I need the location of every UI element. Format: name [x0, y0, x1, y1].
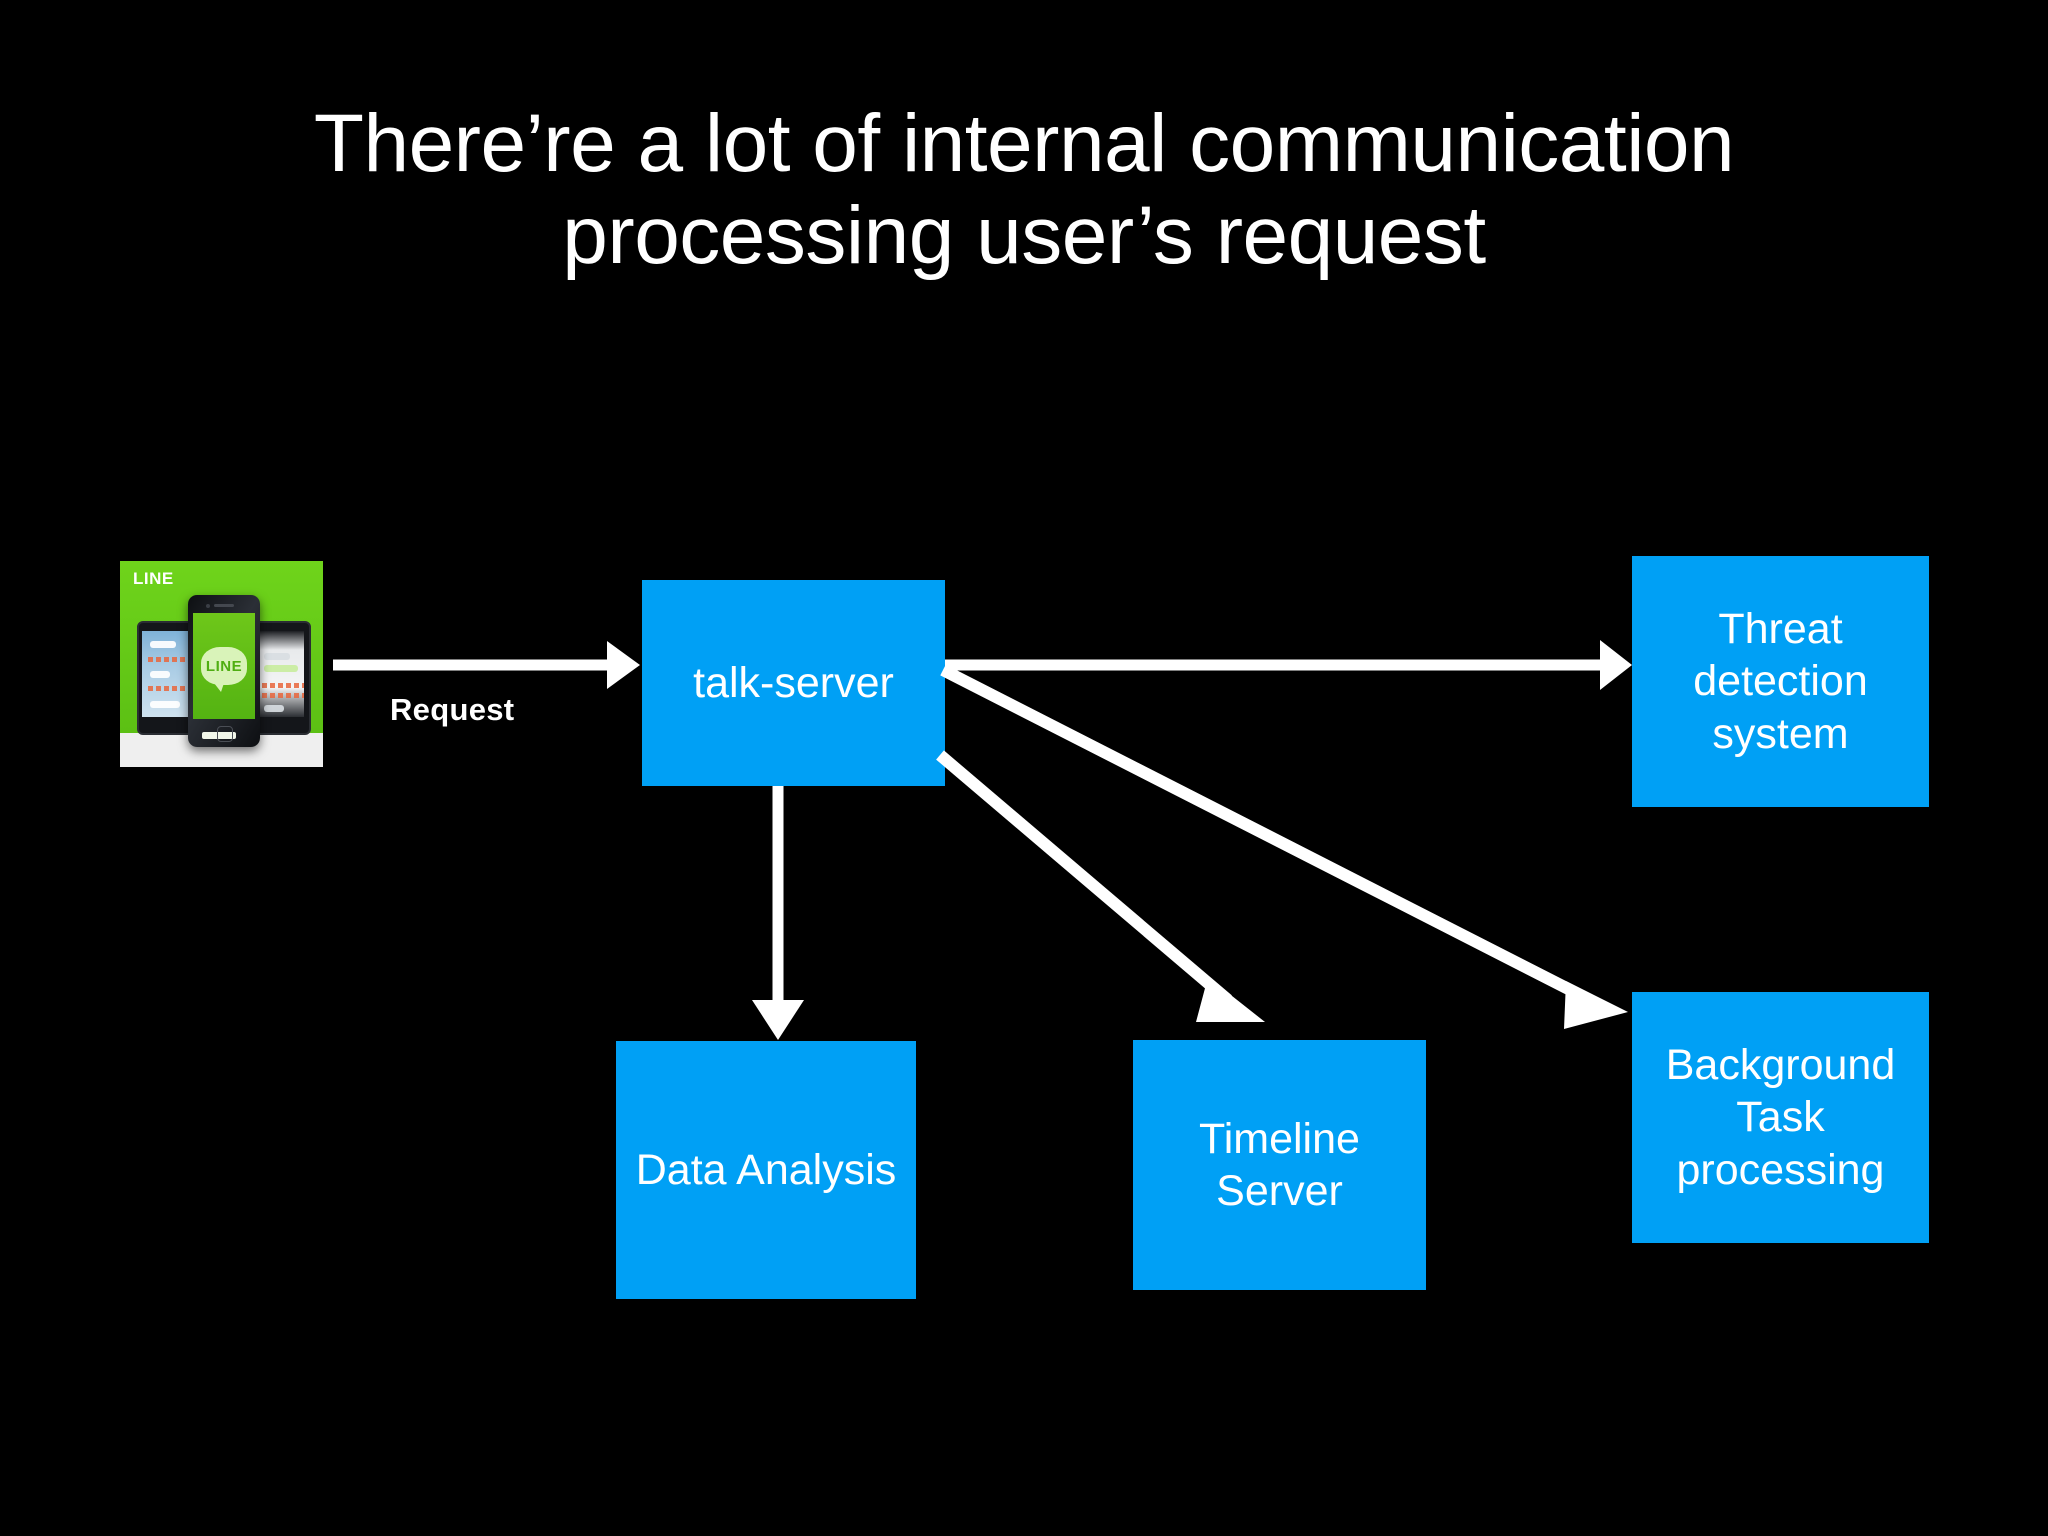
phone-camera-icon	[206, 604, 210, 608]
edge-label-request: Request	[390, 692, 515, 727]
line-app-promo-image: LINE LINE	[120, 561, 323, 767]
phone-speaker-icon	[214, 604, 234, 607]
phone-left-icon	[137, 621, 197, 735]
node-data-analysis[interactable]: Data Analysis	[616, 1041, 916, 1299]
arrow-talk-server-to-timeline-server	[936, 750, 1265, 1022]
node-talk-server[interactable]: talk-server	[642, 580, 945, 786]
arrow-talk-server-to-background-task	[940, 664, 1628, 1029]
phone-main-icon: LINE	[188, 595, 260, 747]
download-badge-icon	[202, 732, 236, 739]
node-background-task-processing[interactable]: Background Task processing	[1632, 992, 1929, 1243]
node-threat-detection-system[interactable]: Threat detection system	[1632, 556, 1929, 807]
phone-right-screen	[256, 631, 304, 717]
node-timeline-server[interactable]: Timeline Server	[1133, 1040, 1426, 1290]
phone-left-screen	[142, 631, 190, 717]
line-wordmark: LINE	[133, 569, 174, 588]
phone-home-button-icon	[217, 726, 233, 742]
arrow-talk-server-to-data-analysis	[752, 786, 804, 1040]
phone-right-icon	[251, 621, 311, 735]
page-title: There’re a lot of internal communication…	[313, 98, 1735, 281]
arrow-line-to-talk-server	[333, 641, 640, 689]
phone-main-screen: LINE	[193, 613, 255, 719]
arrow-talk-server-to-threat-detection	[945, 640, 1632, 690]
line-chat-bubble-logo: LINE	[201, 647, 247, 692]
